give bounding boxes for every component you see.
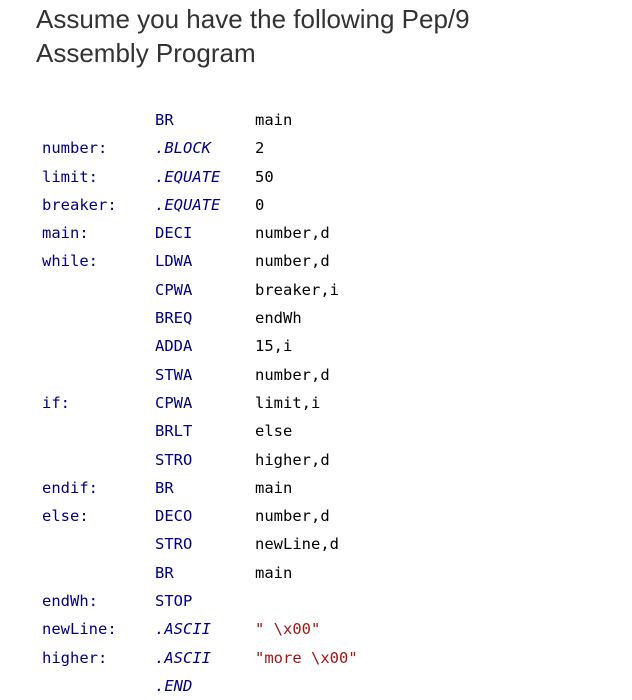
- code-label: if:: [42, 393, 70, 412]
- code-label: while:: [42, 252, 98, 271]
- code-operand: 15,i: [255, 337, 293, 356]
- code-mnemonic: ADDA: [155, 337, 193, 356]
- code-operand: main: [255, 478, 293, 497]
- code-mnemonic: STRO: [155, 450, 193, 469]
- code-operand: breaker,i: [255, 280, 339, 299]
- code-operand: number,d: [255, 507, 330, 526]
- code-mnemonic: CPWA: [155, 393, 193, 412]
- code-operand: 2: [255, 139, 265, 158]
- code-label: main:: [42, 224, 89, 243]
- code-label: breaker:: [42, 195, 117, 214]
- code-operand: main: [255, 563, 293, 582]
- code-mnemonic: STOP: [155, 592, 193, 611]
- code-mnemonic: BR: [155, 563, 174, 582]
- code-mnemonic: STWA: [155, 365, 193, 384]
- code-operand: limit,i: [255, 393, 321, 412]
- code-label: higher:: [42, 648, 108, 667]
- code-label: endWh:: [42, 592, 98, 611]
- code-mnemonic: DECI: [155, 224, 193, 243]
- code-directive: .EQUATE: [155, 167, 221, 186]
- code-mnemonic: BREQ: [155, 309, 193, 328]
- code-operand: 0: [255, 195, 265, 214]
- code-mnemonic: BRLT: [155, 422, 193, 441]
- code-operand: main: [255, 111, 293, 129]
- code-directive: .ASCII: [155, 620, 211, 639]
- question-heading: Assume you have the following Pep/9 Asse…: [36, 2, 470, 70]
- code-mnemonic: LDWA: [155, 252, 193, 271]
- code-operand: newLine,d: [255, 535, 339, 554]
- code-operand: 50: [255, 167, 274, 186]
- code-directive: .EQUATE: [155, 195, 221, 214]
- code-operand: higher,d: [255, 450, 330, 469]
- code-operand: " \x00": [255, 620, 321, 639]
- code-label: limit:: [42, 167, 98, 186]
- code-mnemonic: CPWA: [155, 280, 193, 299]
- heading-line-2: Assembly Program: [36, 38, 256, 68]
- code-operand: "more \x00": [255, 648, 358, 667]
- code-label: number:: [42, 139, 108, 158]
- code-mnemonic: STRO: [155, 535, 193, 554]
- code-directive: .END: [155, 676, 193, 695]
- heading-line-1: Assume you have the following Pep/9: [36, 4, 470, 34]
- code-operand: number,d: [255, 224, 330, 243]
- code-label: else:: [42, 507, 89, 526]
- code-operand: endWh: [255, 309, 302, 328]
- code-mnemonic: BR: [155, 111, 174, 129]
- code-directive: .BLOCK: [155, 139, 211, 158]
- code-label: newLine:: [42, 620, 117, 639]
- code-operand: number,d: [255, 252, 330, 271]
- code-mnemonic: DECO: [155, 507, 193, 526]
- code-operand: else: [255, 422, 293, 441]
- code-label: endif:: [42, 478, 98, 497]
- code-operand: number,d: [255, 365, 330, 384]
- code-mnemonic: BR: [155, 478, 174, 497]
- code-directive: .ASCII: [155, 648, 211, 667]
